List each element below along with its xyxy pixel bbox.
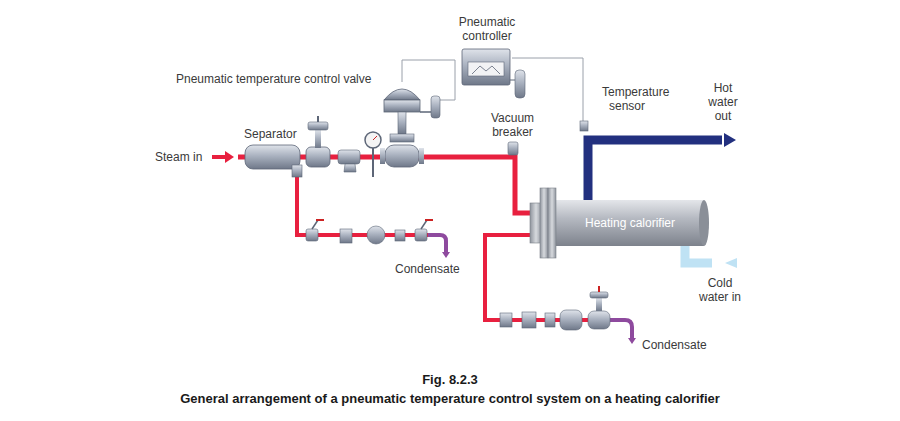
drain-pipe [297, 165, 430, 235]
flow-arrow [212, 151, 234, 163]
calorifier [530, 188, 709, 258]
hot-water-pipe [588, 140, 722, 205]
temperature-sensor [580, 121, 588, 131]
filter-regulator [420, 96, 440, 118]
device-label: Pneumatic temperature control valve [176, 72, 371, 86]
node-label: Heating calorifier [585, 216, 675, 230]
flow-label: Cold water in [698, 276, 742, 304]
trap-set [306, 220, 433, 244]
device-label: Pneumatic controller [452, 15, 522, 43]
flow-arrow [725, 258, 737, 268]
control-valve [380, 89, 424, 167]
condensate-pipe [428, 235, 446, 252]
condensate-pipe [608, 320, 632, 338]
vacuum-breaker [508, 142, 518, 155]
flow-arrow [442, 252, 450, 258]
flow-arrow [724, 133, 736, 147]
strainer [338, 150, 360, 172]
flow-label: Hot water out [702, 81, 744, 123]
trap-set [500, 286, 610, 330]
separator [245, 145, 302, 177]
flow-arrow [628, 338, 636, 344]
flow-label: Steam in [155, 150, 202, 164]
calorifier-body: Heating calorifier [558, 200, 702, 246]
flow-label: Condensate [642, 338, 707, 352]
flow-label: Condensate [395, 262, 460, 276]
figure-number: Fig. 8.2.3 [0, 373, 900, 387]
device-label: Temperature sensor [602, 85, 652, 113]
device-label: Vacuum breaker [485, 111, 540, 139]
device-label: Separator [244, 127, 297, 141]
figure-caption: General arrangement of a pneumatic tempe… [0, 391, 900, 407]
signal-line [402, 60, 455, 100]
pneumatic-controller [462, 49, 525, 98]
isolating-valve [306, 116, 330, 167]
cold-water-pipe [685, 245, 712, 263]
pressure-gauge [365, 132, 381, 177]
